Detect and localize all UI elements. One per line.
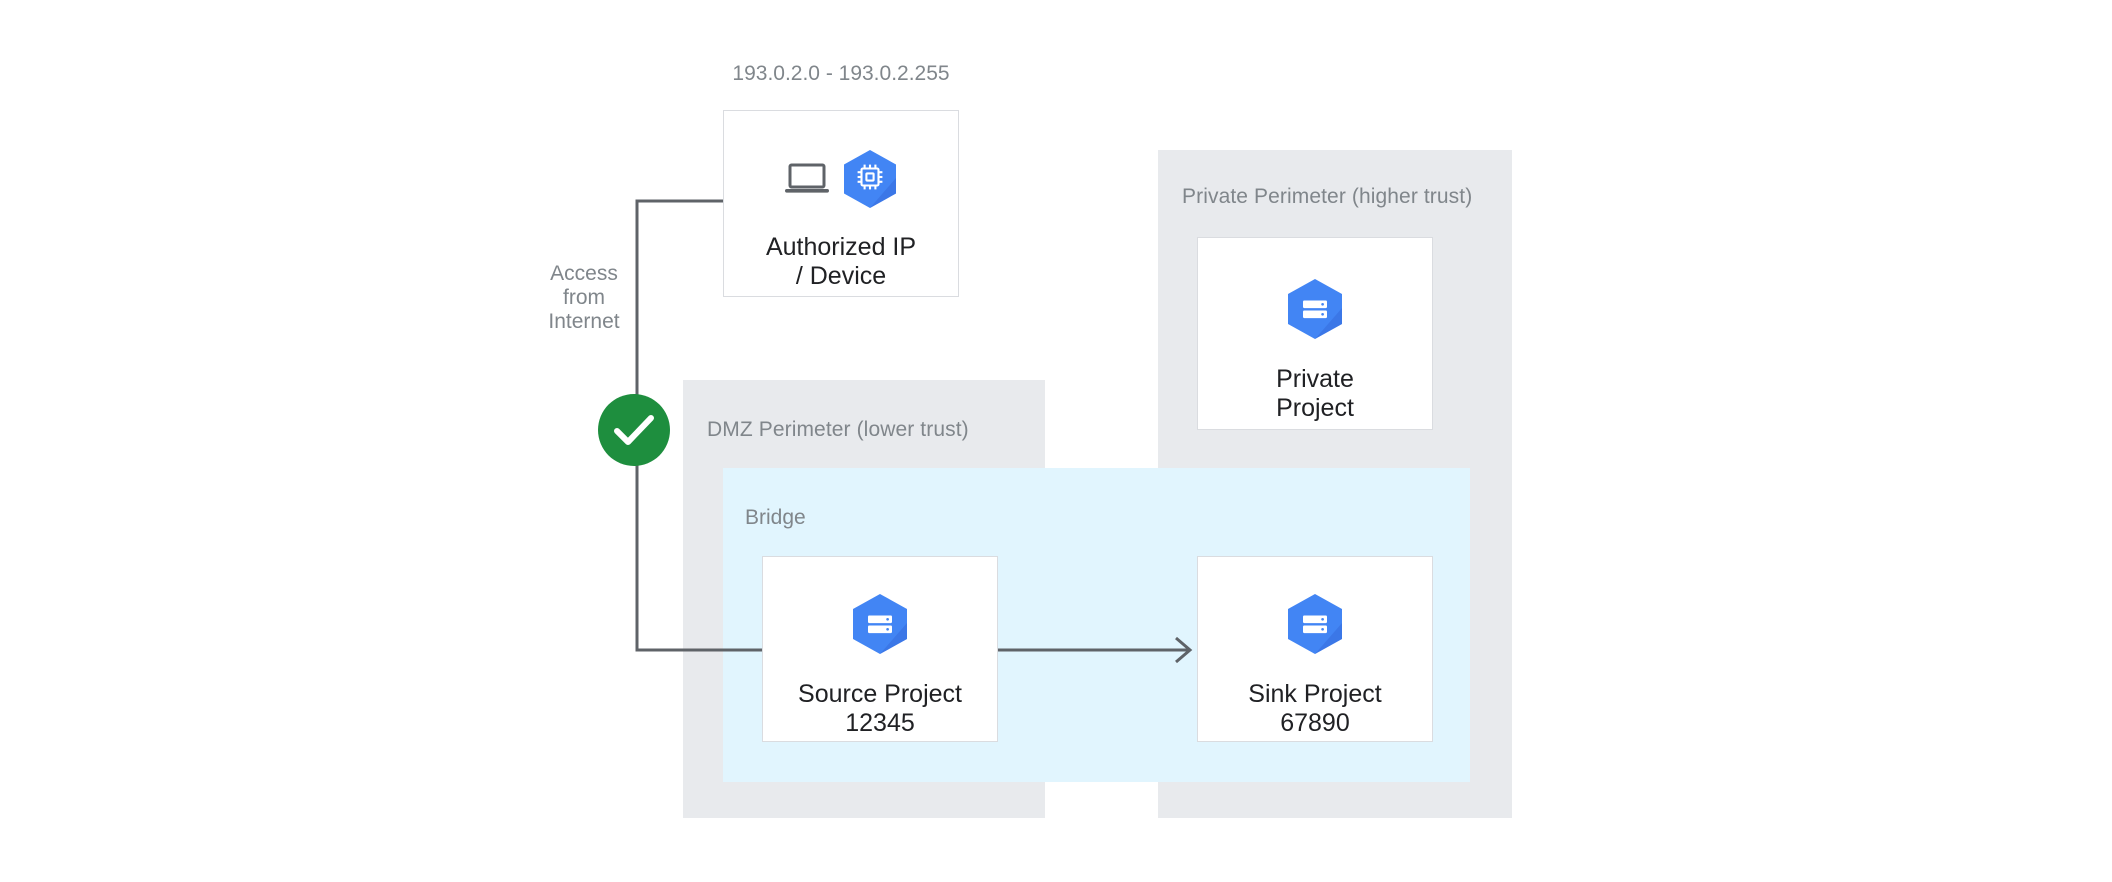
perimeter-private-label: Private Perimeter (higher trust) [1182,185,1473,208]
project-hexagon-icon [852,593,908,655]
project-hexagon-icon [1287,593,1343,655]
ip-range-caption: 193.0.2.0 - 193.0.2.255 [732,62,950,85]
node-source-project-label: Source Project 12345 [798,680,962,737]
node-icon-group [785,149,897,209]
laptop-icon [785,161,829,197]
node-icon-group [1287,278,1343,340]
bridge-label: Bridge [745,506,806,529]
node-authorized-ip-device-label: Authorized IP / Device [765,233,917,290]
node-private-project[interactable]: Private Project [1197,237,1433,430]
node-icon-group [1287,593,1343,655]
node-sink-project[interactable]: Sink Project 67890 [1197,556,1433,742]
access-from-internet-label: Access from Internet [548,262,620,333]
device-chip-hexagon-icon [843,149,897,209]
project-hexagon-icon [1287,278,1343,340]
check-circle-icon [598,394,670,466]
node-sink-project-label: Sink Project 67890 [1248,680,1382,737]
node-source-project[interactable]: Source Project 12345 [762,556,998,742]
node-private-project-label: Private Project [1276,365,1354,422]
node-icon-group [852,593,908,655]
perimeter-dmz-label: DMZ Perimeter (lower trust) [707,418,969,441]
node-authorized-ip-device[interactable]: Authorized IP / Device [723,110,959,297]
